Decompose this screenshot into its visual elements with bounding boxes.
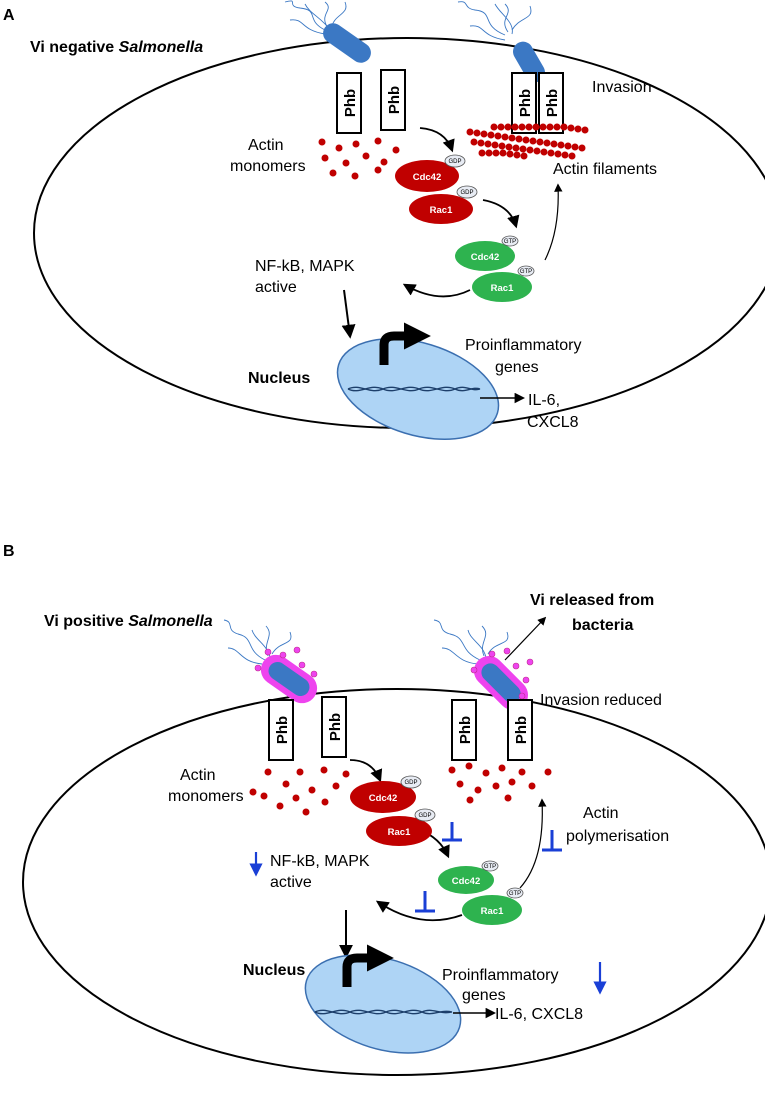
svg-text:GTP: GTP	[520, 269, 532, 275]
nucleus-a	[336, 338, 500, 440]
cdc42-gtp-b: Cdc42 GTP	[438, 860, 499, 894]
vi-released-label-2: bacteria	[572, 617, 633, 634]
svg-text:GTP: GTP	[509, 891, 521, 897]
svg-text:Rac1: Rac1	[481, 906, 504, 917]
svg-text:Phb: Phb	[274, 716, 291, 744]
actin-monomers-label-b2: monomers	[168, 788, 244, 805]
transcription-arrow-a	[379, 322, 431, 365]
phb-receptor-b4: Phb	[507, 699, 533, 761]
proinflammatory-label-b: Proinflammatory	[442, 967, 558, 984]
svg-text:Phb: Phb	[386, 86, 403, 114]
svg-text:Phb: Phb	[342, 89, 359, 117]
invasion-label: Invasion	[592, 79, 652, 96]
phb-receptor-b3: Phb	[451, 699, 477, 761]
proinflammatory-label-b2: genes	[462, 987, 506, 1004]
nucleus-label-b: Nucleus	[243, 962, 305, 979]
svg-text:Cdc42: Cdc42	[471, 252, 500, 263]
nucleus-label-a: Nucleus	[248, 370, 310, 387]
actin-filaments-a	[466, 123, 589, 160]
bacterium-b2	[433, 619, 534, 711]
panel-a: A Vi negative Salmonella	[3, 0, 765, 440]
host-cell-b	[22, 688, 765, 1076]
actin-monomers-label-a2: monomers	[230, 158, 306, 175]
phb-receptor-a3: Phb	[511, 72, 537, 134]
cdc42-gdp-b: Cdc42 GDP	[350, 775, 422, 813]
arrow-to-nfkb-a	[402, 283, 471, 298]
phb-receptor-a1: Phb	[336, 72, 362, 134]
proinflammatory-label-a2: genes	[495, 359, 539, 376]
phb-receptor-b2: Phb	[321, 696, 347, 758]
svg-text:Phb: Phb	[544, 89, 561, 117]
svg-text:GDP: GDP	[448, 159, 461, 165]
transcription-arrow-b	[342, 944, 394, 987]
actin-monomers-label-a: Actin	[248, 137, 284, 154]
arrow-phb-to-cdc42-a	[419, 127, 455, 153]
arrow-gdp-to-gtp-a	[482, 199, 520, 229]
nfkb-label-b: NF-kB, MAPK	[270, 853, 370, 870]
svg-text:Rac1: Rac1	[430, 205, 453, 216]
rac1-gdp-b: Rac1 GDP	[366, 808, 436, 846]
svg-text:Cdc42: Cdc42	[452, 876, 481, 887]
actin-polymerisation-label-2: polymerisation	[566, 828, 669, 845]
svg-text:GDP: GDP	[460, 190, 473, 196]
panel-b: B Vi positive Salmonella Vi released fro…	[3, 543, 765, 1076]
arrow-phb-to-cdc42-b	[349, 759, 383, 783]
inhibition-symbol-1	[442, 822, 462, 842]
cytokines-label-b: IL-6, CXCL8	[495, 1006, 583, 1023]
svg-text:Cdc42: Cdc42	[369, 793, 398, 804]
rac1-gtp-b: Rac1 GTP	[462, 887, 524, 925]
actin-monomers-label-b: Actin	[180, 767, 216, 784]
nfkb-label-b2: active	[270, 874, 312, 891]
cdc42-gtp-a: Cdc42 GTP	[455, 235, 519, 271]
arrow-to-nfkb-b	[375, 900, 463, 922]
inhibition-symbol-3	[415, 891, 435, 913]
cytokines-label-a: IL-6,	[528, 392, 560, 409]
svg-text:GTP: GTP	[484, 864, 496, 870]
arrow-to-actin-filaments	[544, 183, 563, 261]
panel-b-title: Vi positive Salmonella	[44, 613, 213, 630]
svg-text:GDP: GDP	[418, 813, 431, 819]
arrow-to-actin-polymerisation	[519, 798, 547, 889]
panel-b-letter: B	[3, 543, 15, 560]
svg-text:GDP: GDP	[404, 780, 417, 786]
svg-text:Rac1: Rac1	[388, 827, 411, 838]
nucleus-b	[304, 954, 462, 1054]
rac1-gtp-a: Rac1 GTP	[472, 265, 535, 302]
bacterium-b1	[223, 619, 318, 704]
cytokines-label-a2: CXCL8	[527, 414, 579, 431]
cdc42-gdp-a: Cdc42 GDP	[395, 154, 466, 192]
panel-a-title: Vi negative Salmonella	[30, 39, 203, 56]
actin-monomers-b1	[249, 766, 350, 816]
nfkb-label-a2: active	[255, 279, 297, 296]
inhibition-symbol-2	[542, 830, 562, 852]
arrow-nfkb-to-nucleus-a	[341, 289, 356, 339]
svg-text:GTP: GTP	[504, 239, 516, 245]
actin-monomers-b2	[448, 762, 552, 804]
svg-text:Phb: Phb	[513, 716, 530, 744]
bacterium-a1	[284, 0, 371, 63]
svg-text:Phb: Phb	[517, 89, 534, 117]
actin-filaments-label: Actin filaments	[553, 161, 657, 178]
actin-polymerisation-label: Actin	[583, 805, 619, 822]
invasion-reduced-label: Invasion reduced	[540, 692, 662, 709]
actin-monomers-a	[318, 137, 400, 180]
phb-receptor-a2: Phb	[380, 69, 406, 131]
nfkb-label-a: NF-kB, MAPK	[255, 258, 355, 275]
vi-released-label: Vi released from	[530, 592, 654, 609]
rac1-gdp-a: Rac1 GDP	[409, 185, 478, 224]
panel-a-letter: A	[3, 7, 15, 24]
svg-text:Rac1: Rac1	[491, 283, 514, 294]
svg-text:Phb: Phb	[457, 716, 474, 744]
arrow-vi-released	[504, 616, 547, 661]
phb-receptor-a4: Phb	[538, 72, 564, 134]
phb-receptor-b1: Phb	[268, 699, 294, 761]
proinflammatory-label-a: Proinflammatory	[465, 337, 581, 354]
svg-text:Cdc42: Cdc42	[413, 172, 442, 183]
svg-text:Phb: Phb	[327, 713, 344, 741]
